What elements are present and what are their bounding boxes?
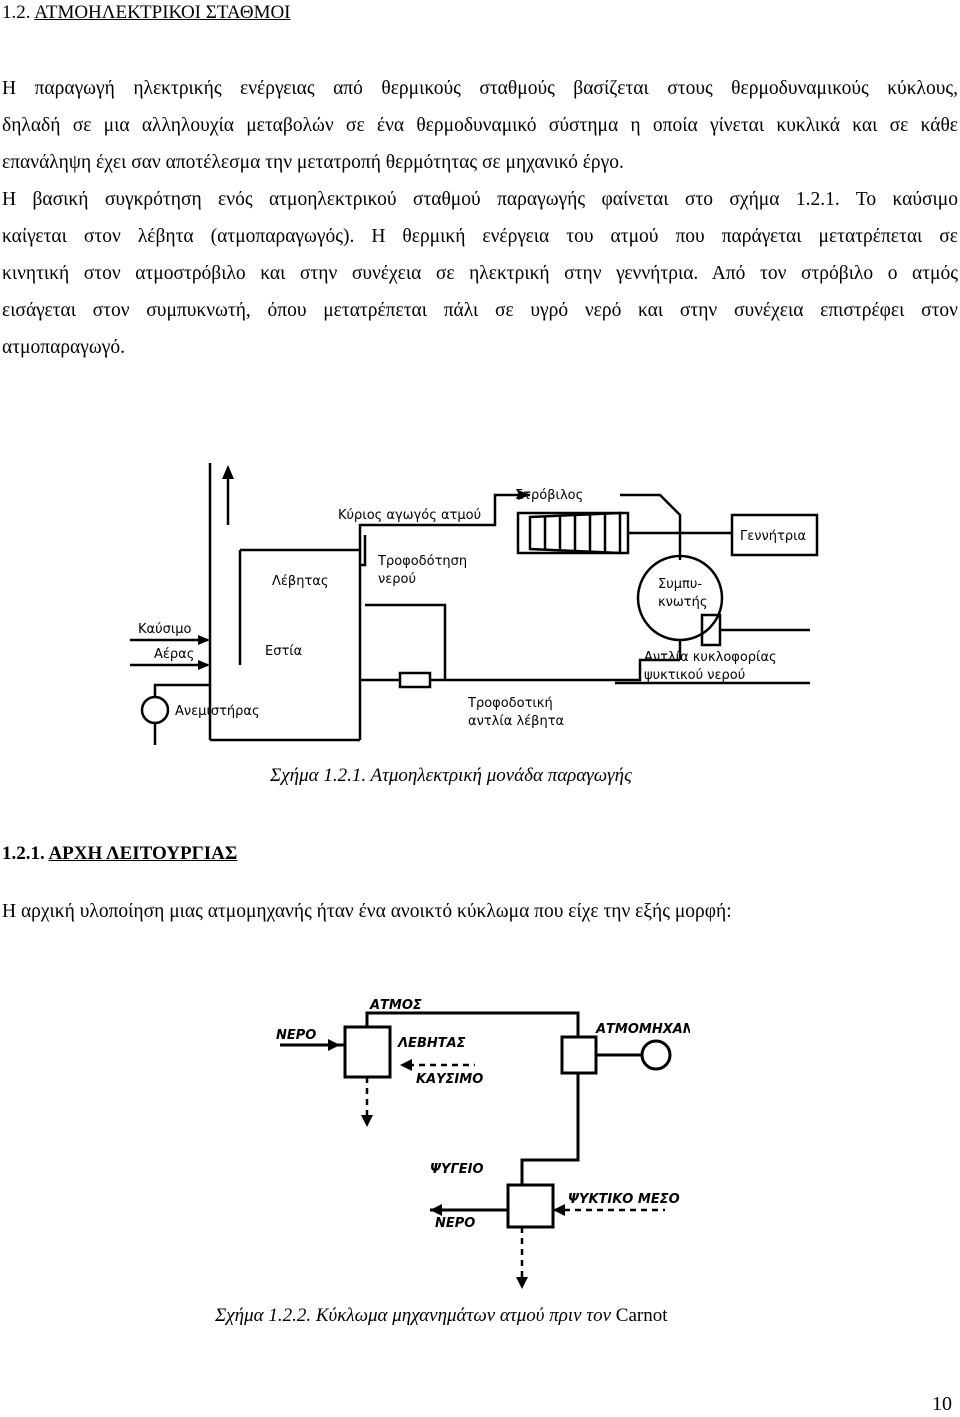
figure2-caption: Σχήμα 1.2.2. Κύκλωμα μηχανημάτων ατμού π…: [215, 1305, 668, 1327]
subsection-heading: 1.2.1. ΑΡΧΗ ΛΕΙΤΟΥΡΓΙΑΣ: [2, 843, 237, 865]
label-turbine: Στρόβιλος: [515, 488, 583, 503]
label-boiler-2: ΛΕΒΗΤΑΣ: [397, 1036, 466, 1051]
feed-line: [360, 535, 367, 567]
label-pump-2: ψυκτικού νερού: [644, 668, 745, 683]
label-condenser-1: Συμπυ-: [658, 577, 702, 592]
section-heading: 1.2. ΑΤΜΟΗΛΕΚΤΡΙΚΟΙ ΣΤΑΘΜΟΙ: [2, 2, 291, 24]
power-plant-diagram: Στρόβιλος Κύριος αγωγός ατμού Γεννήτρια …: [130, 463, 819, 745]
label-feed-1: Τροφοδότηση: [377, 554, 467, 569]
exhaust-steam-pipe: [620, 493, 682, 560]
feed-return: [365, 603, 447, 680]
subsection-title: ΑΡΧΗ ΛΕΙΤΟΥΡΓΙΑΣ: [48, 843, 238, 864]
intro-paragraph: Η παραγωγή ηλεκτρικής ενέργειας από θερμ…: [2, 70, 958, 366]
page-number: 10: [932, 1393, 952, 1415]
section-number: 1.2.: [2, 2, 31, 23]
subsection-text: Η αρχική υλοποίηση μιας ατμομηχανής ήταν…: [2, 901, 732, 922]
intro-line: Η βασική συγκρότηση ενός ατμοηλεκτρικού …: [2, 189, 958, 210]
steam-line: [365, 1011, 580, 1037]
generator: [730, 513, 819, 557]
boiler-box: [343, 1025, 392, 1079]
label-fuel-2: ΚΑΥΣΙΜΟ: [416, 1072, 483, 1087]
subsection-number: 1.2.1.: [2, 843, 45, 864]
intro-line: καίγεται στον λέβητα (ατμοπαραγωγός). Η …: [2, 226, 958, 247]
label-engine: ΑΤΜΟΜΗΧΑΝΗ: [595, 1022, 690, 1037]
flywheel: [640, 1039, 672, 1071]
label-feed-2: νερού: [378, 572, 416, 587]
label-furnace: Εστία: [265, 644, 302, 659]
label-air: Αέρας: [154, 647, 194, 662]
feed-pump: [398, 671, 432, 689]
figure2-caption-upright: Carnot: [615, 1305, 668, 1326]
intro-line: δηλαδή σε μια αλληλουχία μεταβολών σε έν…: [2, 115, 958, 136]
intro-line: κινητική στον ατμοστρόβιλο και στην συνέ…: [2, 263, 958, 284]
condensate-line: [445, 658, 680, 682]
intro-line: Η παραγωγή ηλεκτρικής ενέργειας από θερμ…: [2, 78, 958, 99]
label-steam: ΑΤΜΟΣ: [369, 998, 422, 1013]
steam-engine-circuit-diagram: ΑΤΜΟΣ ΝΕΡΟ ΛΕΒΗΤΑΣ ΚΑΥΣΙΜΟ ΑΤΜΟΜΗΧΑΝΗ ΨΥ…: [276, 998, 690, 1289]
engine-cylinder: [560, 1035, 598, 1075]
turbine-body: [516, 511, 630, 555]
label-pump-1: Αντλία κυκλοφορίας: [644, 650, 777, 665]
label-cooler: ΨΥΓΕΙΟ: [430, 1162, 484, 1177]
label-coolant: ΨΥΚΤΙΚΟ ΜΕΣΟ: [568, 1192, 680, 1207]
label-fan: Ανεμιστήρας: [175, 704, 260, 719]
exhaust-line: [520, 1073, 580, 1185]
label-fuel: Καύσιμο: [138, 622, 192, 637]
label-water-in: ΝΕΡΟ: [276, 1028, 316, 1043]
figure2-caption-italic: Σχήμα 1.2.2. Κύκλωμα μηχανημάτων ατμού π…: [215, 1305, 612, 1326]
intro-line: εισάγεται στον συμπυκνωτή, όπου μετατρέπ…: [2, 300, 958, 321]
turbine-blades: [528, 511, 622, 555]
label-feed-pump-2: αντλία λέβητα: [468, 714, 564, 729]
label-generator: Γεννήτρια: [740, 529, 806, 544]
label-feed-pump-1: Τροφοδοτική: [467, 696, 553, 711]
label-main-steam: Κύριος αγωγός ατμού: [338, 508, 481, 523]
exhaust-arrow: [222, 465, 234, 479]
label-condenser-2: κνωτής: [658, 595, 708, 610]
figure1-caption: Σχήμα 1.2.1. Ατμοηλεκτρική μονάδα παραγω…: [270, 765, 632, 786]
section-title: ΑΤΜΟΗΛΕΚΤΡΙΚΟΙ ΣΤΑΘΜΟΙ: [34, 2, 291, 23]
fan: [140, 695, 170, 725]
label-boiler: Λέβητας: [272, 574, 328, 589]
main-steam-pipe: [358, 493, 530, 550]
intro-line: επανάληψη έχει σαν αποτέλεσμα την μετατρ…: [2, 152, 624, 173]
intro-line: ατμοπαραγωγό.: [2, 337, 125, 358]
cooler-box: [506, 1183, 555, 1229]
label-water-out: ΝΕΡΟ: [435, 1216, 475, 1231]
